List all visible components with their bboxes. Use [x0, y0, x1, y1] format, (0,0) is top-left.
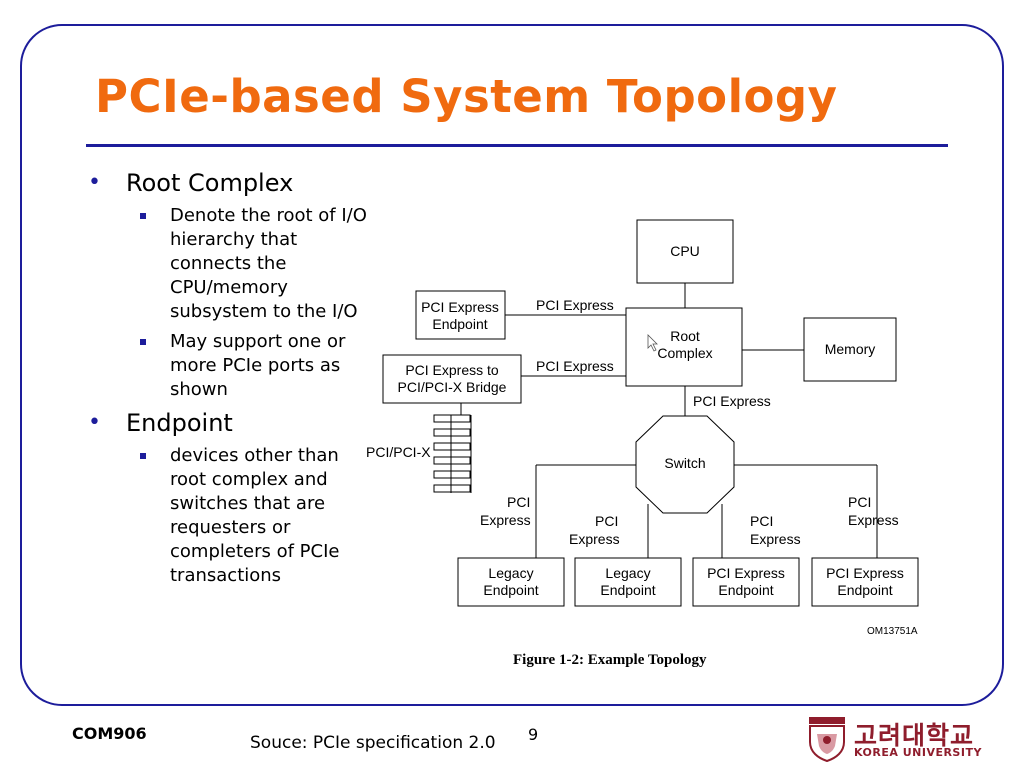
branch-3-label: Express — [750, 531, 801, 547]
root-complex-label: Complex — [657, 345, 712, 361]
square-bullet-icon — [140, 453, 146, 459]
pci-bus-ladder — [433, 414, 472, 493]
pcie-endpoint-top-label: PCI Express — [421, 299, 499, 315]
branch-2-label: Express — [569, 531, 620, 547]
slide-title: PCIe-based System Topology — [95, 70, 838, 123]
sub-bullet: devices other than root complex and swit… — [84, 444, 374, 588]
legacy-endpoint-2-box — [574, 557, 682, 607]
bullet-dot-icon: • — [88, 410, 101, 435]
sub-bullet-text: Denote the root of I/O hierarchy that co… — [170, 205, 367, 322]
root-complex-box — [625, 307, 743, 387]
pcie-endpoint-4-label: Endpoint — [837, 582, 892, 598]
title-divider — [86, 144, 948, 147]
legacy-endpoint-1-label: Legacy — [488, 565, 533, 581]
slide-frame — [20, 24, 1004, 706]
bullet-label: Endpoint — [126, 409, 233, 437]
sub-bullet-text: devices other than root complex and swit… — [170, 445, 340, 586]
university-logo: 고려대학교 KOREA UNIVERSITY — [808, 716, 1008, 766]
topology-diagram: CPU Root Complex Memory PCI Express Endp… — [366, 219, 919, 668]
branch-1-label: PCI — [507, 494, 530, 510]
legacy-endpoint-1-label: Endpoint — [483, 582, 538, 598]
bullet-list: • Root Complex Denote the root of I/O hi… — [84, 168, 374, 594]
pcie-endpoint-3-label: Endpoint — [718, 582, 773, 598]
pcie-endpoint-4-box — [811, 557, 919, 607]
switch-label: Switch — [664, 455, 705, 471]
cpu-label: CPU — [670, 243, 700, 259]
switch-link-label: PCI Express — [693, 393, 771, 409]
bridge-label: PCI/PCI-X Bridge — [398, 379, 507, 395]
branch-4-label: Express — [848, 512, 899, 528]
bus-label: PCI/PCI-X — [366, 444, 431, 460]
branch-3-label: PCI — [750, 513, 773, 529]
bridge-link-label: PCI Express — [536, 358, 614, 374]
pcie-endpoint-top-label: Endpoint — [432, 316, 487, 332]
figure-caption: Figure 1-2: Example Topology — [513, 652, 707, 668]
figure-id: OM13751A — [867, 626, 918, 637]
legacy-endpoint-1-box — [457, 557, 565, 607]
pcie-endpoint-3-label: PCI Express — [707, 565, 785, 581]
bullet-dot-icon: • — [88, 170, 101, 195]
course-code: COM906 — [72, 724, 147, 743]
branch-2-label: PCI — [595, 513, 618, 529]
bridge-label: PCI Express to — [405, 362, 499, 378]
endpoint-link-label: PCI Express — [536, 297, 614, 313]
legacy-endpoint-2-label: Legacy — [605, 565, 650, 581]
sub-bullet-text: May support one or more PCIe ports as sh… — [170, 331, 346, 400]
bridge-box — [382, 354, 522, 404]
sub-bullet: May support one or more PCIe ports as sh… — [84, 330, 374, 402]
square-bullet-icon — [140, 213, 146, 219]
switch-octagon — [635, 415, 735, 514]
bullet-endpoint: • Endpoint — [84, 408, 374, 438]
legacy-endpoint-2-label: Endpoint — [600, 582, 655, 598]
source-citation: Souce: PCIe specification 2.0 — [250, 733, 496, 753]
root-complex-label: Root — [670, 328, 700, 344]
logo-english-text: KOREA UNIVERSITY — [854, 746, 982, 759]
cursor-icon — [647, 334, 658, 352]
branch-1-label: Express — [480, 512, 531, 528]
university-crest-icon — [809, 717, 845, 762]
pcie-endpoint-top-box — [415, 290, 506, 340]
bullet-label: Root Complex — [126, 169, 294, 197]
branch-4-label: PCI — [848, 494, 871, 510]
cpu-box — [636, 219, 734, 284]
logo-korean-text: 고려대학교 — [854, 721, 975, 750]
memory-box — [803, 317, 897, 382]
square-bullet-icon — [140, 339, 146, 345]
sub-bullet: Denote the root of I/O hierarchy that co… — [84, 204, 374, 324]
bullet-root-complex: • Root Complex — [84, 168, 374, 198]
page-number: 9 — [528, 725, 539, 744]
pcie-endpoint-3-box — [692, 557, 800, 607]
pcie-endpoint-4-label: PCI Express — [826, 565, 904, 581]
memory-label: Memory — [825, 341, 876, 357]
